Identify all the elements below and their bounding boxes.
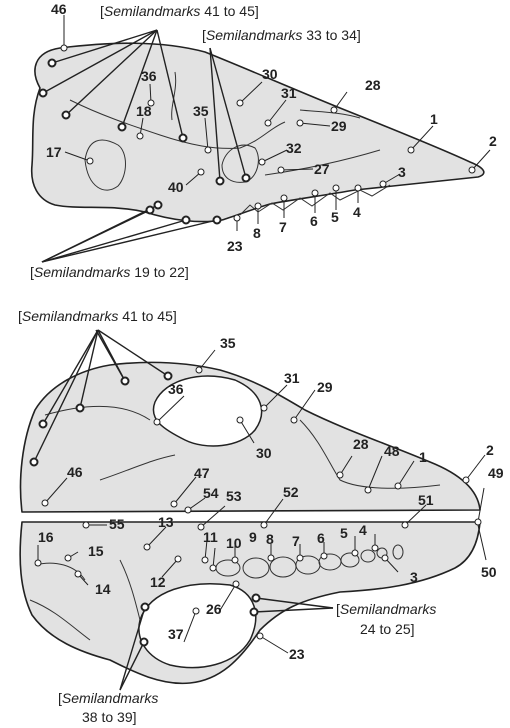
label-53-bottom: 53 xyxy=(226,488,242,504)
tooth-5 xyxy=(340,552,360,568)
label-27-top: 27 xyxy=(314,161,330,177)
label-28-top: 28 xyxy=(365,77,381,93)
caption-top-41-45: [Semilandmarks 41 to 45] xyxy=(100,3,259,19)
label-47-bottom: 47 xyxy=(194,465,210,481)
label-36-bottom: 36 xyxy=(168,381,184,397)
label-50-bottom: 50 xyxy=(481,564,497,580)
label-6-top: 6 xyxy=(310,213,318,229)
label-7-top: 7 xyxy=(279,219,287,235)
bottom-orbit xyxy=(152,375,263,447)
label-5-top: 5 xyxy=(331,209,339,225)
tooth-4 xyxy=(360,549,376,563)
label-23-top: 23 xyxy=(227,238,243,254)
label-35-top: 35 xyxy=(193,103,209,119)
top-tooth-row xyxy=(239,184,391,216)
top-skull-outline xyxy=(30,42,485,223)
label-46-bottom: 46 xyxy=(67,464,83,480)
top-pointers xyxy=(41,15,491,263)
label-7-bottom: 7 xyxy=(292,533,300,549)
label-31-top: 31 xyxy=(281,85,297,101)
label-29-bottom: 29 xyxy=(317,379,333,395)
label-6-bottom: 6 xyxy=(317,530,325,546)
label-5-bottom: 5 xyxy=(340,525,348,541)
top-suture-c xyxy=(221,144,259,183)
label-49-bottom: 49 xyxy=(488,465,504,481)
label-13-bottom: 13 xyxy=(158,514,174,530)
bottom-palate-hole xyxy=(138,583,257,669)
caption-top-33-34: [Semilandmarks 33 to 34] xyxy=(202,27,361,43)
label-1-top: 1 xyxy=(430,111,438,127)
label-11-bottom: 11 xyxy=(203,529,218,545)
label-8-top: 8 xyxy=(253,225,261,241)
label-37-bottom: 37 xyxy=(168,626,184,642)
bottom-skull-view xyxy=(19,361,481,685)
label-30-top: 30 xyxy=(262,66,278,82)
caption-bottom-24-25: [Semilandmarks xyxy=(336,601,436,617)
label-2-bottom: 2 xyxy=(486,442,494,458)
caption-bottom-38-39-line2: 38 to 39] xyxy=(82,709,137,725)
label-29-top: 29 xyxy=(331,118,347,134)
label-18-top: 18 xyxy=(136,103,152,119)
tooth-9 xyxy=(242,557,270,579)
incisive-foramen xyxy=(392,544,404,560)
label-46-top: 46 xyxy=(51,1,67,17)
label-15-bottom: 15 xyxy=(88,543,104,559)
top-skull-view xyxy=(30,42,485,223)
label-2-top: 2 xyxy=(489,133,497,149)
bottom-landmarks xyxy=(29,366,482,647)
label-35-bottom: 35 xyxy=(220,335,236,351)
label-23-bottom: 23 xyxy=(289,646,305,662)
caption-bottom-41-45: [Semilandmarks 41 to 45] xyxy=(18,308,177,324)
label-3-bottom: 3 xyxy=(410,569,418,585)
label-54-bottom: 54 xyxy=(203,485,219,501)
bottom-dorsal-suture xyxy=(44,405,441,489)
label-26-bottom: 26 xyxy=(206,601,222,617)
label-48-bottom: 48 xyxy=(384,443,400,459)
label-36-top: 36 xyxy=(141,68,157,84)
label-8-bottom: 8 xyxy=(266,531,274,547)
caption-bottom-38-39: [Semilandmarks xyxy=(58,690,158,706)
bottom-pointers xyxy=(33,329,487,691)
top-landmarks xyxy=(38,44,476,225)
label-17-top: 17 xyxy=(46,144,62,160)
top-suture-a xyxy=(84,139,126,191)
label-16-bottom: 16 xyxy=(38,529,54,545)
label-4-top: 4 xyxy=(353,204,361,220)
label-12-bottom: 12 xyxy=(150,574,166,590)
label-10-bottom: 10 xyxy=(226,535,242,551)
label-14-bottom: 14 xyxy=(95,581,111,597)
label-52-bottom: 52 xyxy=(283,484,299,500)
caption-bottom-24-25-line2: 24 to 25] xyxy=(360,621,415,637)
label-3-top: 3 xyxy=(398,164,406,180)
top-labels: 46 36 30 28 31 18 35 29 1 2 17 32 27 40 … xyxy=(46,1,497,254)
label-40-top: 40 xyxy=(168,179,184,195)
bottom-labels: 35 31 29 36 30 28 48 1 2 46 47 54 53 52 … xyxy=(38,335,504,662)
caption-top-19-22: [Semilandmarks 19 to 22] xyxy=(30,264,189,280)
label-1-bottom: 1 xyxy=(419,449,427,465)
label-31-bottom: 31 xyxy=(284,370,300,386)
label-4-bottom: 4 xyxy=(359,522,367,538)
label-55-bottom: 55 xyxy=(109,516,125,532)
label-51-bottom: 51 xyxy=(418,492,434,508)
label-9-bottom: 9 xyxy=(249,529,257,545)
label-32-top: 32 xyxy=(286,140,302,156)
label-28-bottom: 28 xyxy=(353,436,369,452)
label-30-bottom: 30 xyxy=(256,445,272,461)
top-suture-b xyxy=(69,99,286,149)
